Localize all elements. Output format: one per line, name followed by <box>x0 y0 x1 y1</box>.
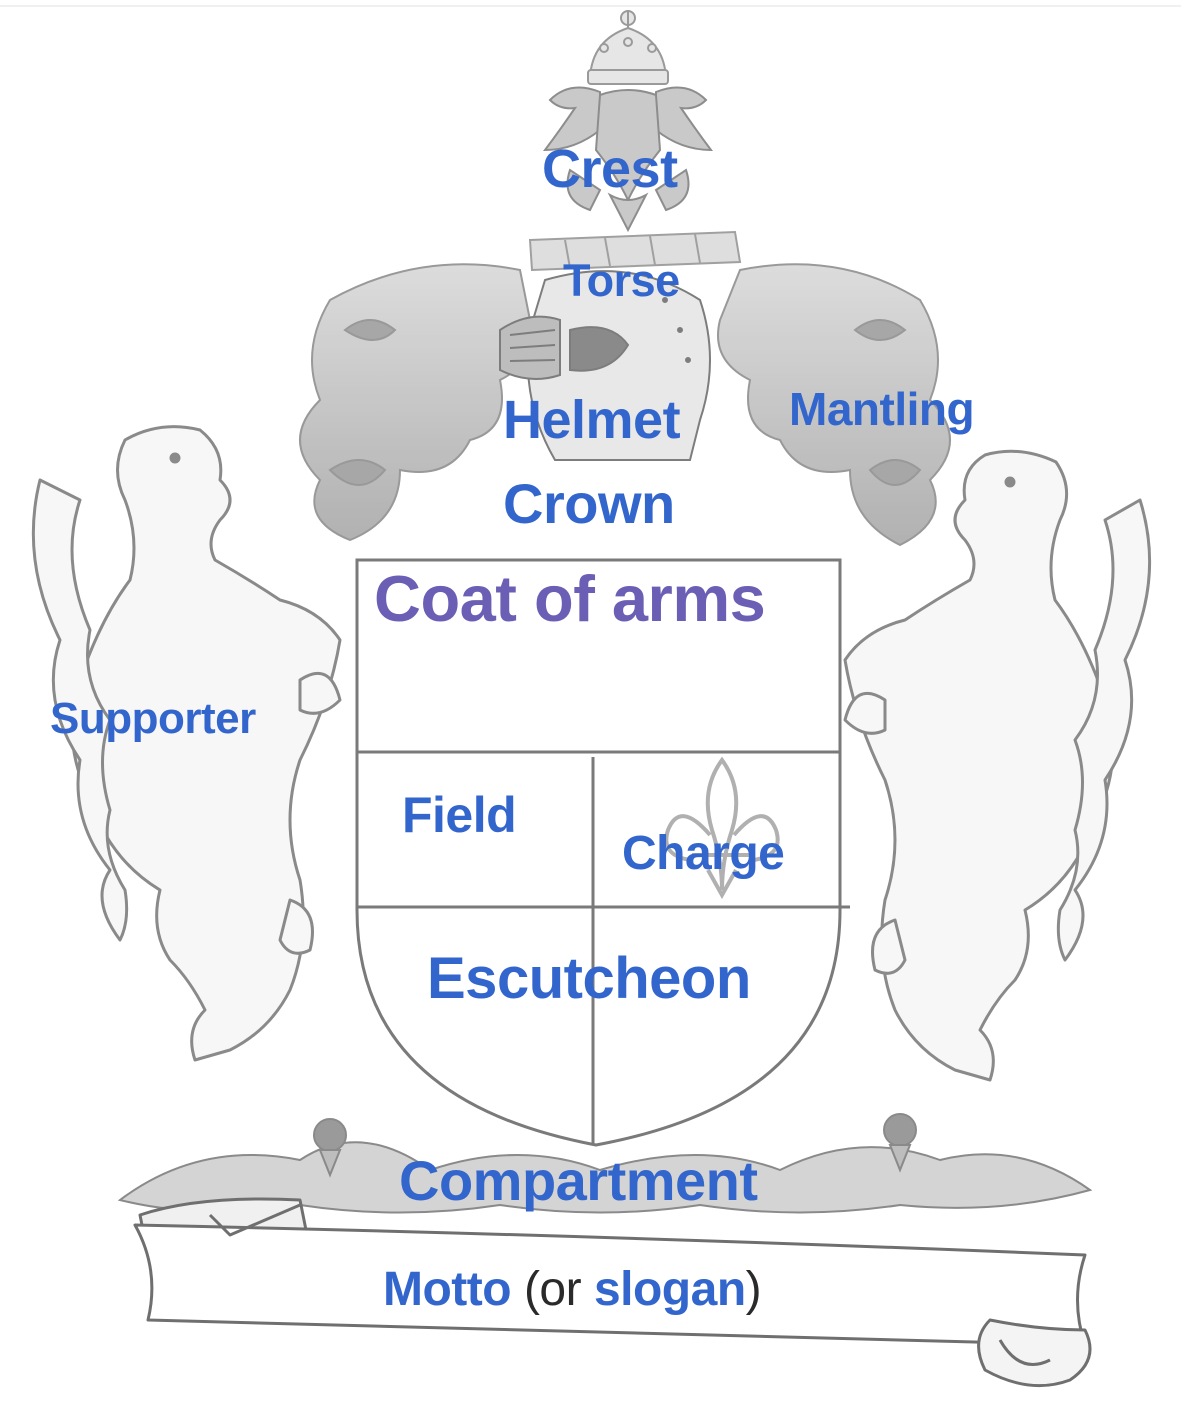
lion-icon <box>845 451 1150 1080</box>
slogan-label: slogan <box>594 1263 746 1316</box>
supporter-label: Supporter <box>50 697 256 741</box>
crown-label: Crown <box>503 476 675 532</box>
lion-icon <box>33 427 340 1060</box>
coat-of-arms-title: Coat of arms <box>374 566 765 631</box>
motto-line: Motto (or slogan) <box>383 1266 761 1314</box>
helmet-label: Helmet <box>503 393 680 447</box>
mantling-label: Mantling <box>789 386 974 432</box>
escutcheon-label: Escutcheon <box>427 950 751 1008</box>
compartment-label: Compartment <box>399 1153 758 1209</box>
motto-label: Motto <box>383 1263 511 1316</box>
motto-open-paren: (or <box>524 1263 581 1316</box>
crown-icon <box>588 10 668 84</box>
crest-label: Crest <box>542 142 678 196</box>
field-label: Field <box>402 790 516 840</box>
torse-label: Torse <box>563 258 680 303</box>
motto-close-paren: ) <box>746 1263 761 1316</box>
charge-label: Charge <box>622 830 784 878</box>
